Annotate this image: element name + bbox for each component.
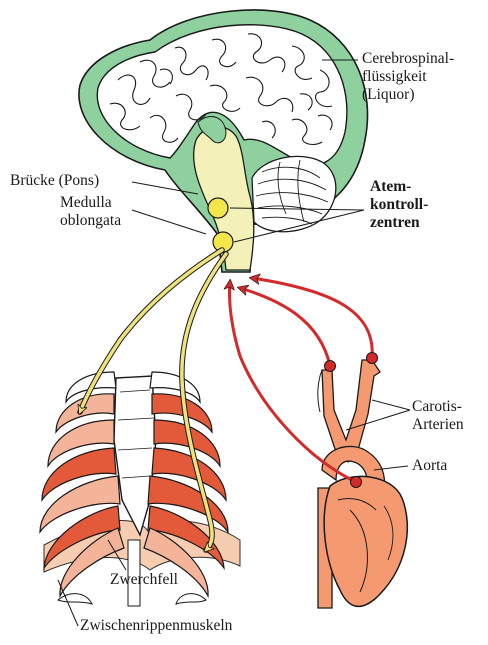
intercostal-label: Zwischenrippenmuskeln [80, 617, 232, 635]
medulla-label: Medulla oblongata [60, 194, 121, 230]
respiratory-centers-label: Atem- kontroll- zentren [370, 178, 428, 232]
receptor-carotid-left [325, 361, 336, 372]
respiratory-centers-line3: zentren [370, 214, 428, 232]
receptor-aorta [351, 477, 362, 488]
medulla-label-line2: oblongata [60, 212, 121, 230]
aorta-label: Aorta [412, 457, 447, 475]
respiratory-centers-line1: Atem- [370, 178, 428, 196]
brain [79, 10, 368, 272]
respiratory-center-pons [208, 198, 228, 218]
pathway-carotid-left [240, 288, 330, 366]
csf-label-line1: Cerebrospinal- [362, 50, 454, 68]
carotid-label-line2: Arterien [412, 416, 464, 434]
csf-label-line3: (Liquor) [362, 86, 454, 104]
heart-and-arteries [318, 360, 408, 608]
pathway-carotid-right [252, 278, 372, 358]
pons-label: Brücke (Pons) [10, 172, 99, 190]
diaphragm-label: Zwerchfell [110, 571, 178, 589]
csf-label: Cerebrospinal- flüssigkeit (Liquor) [362, 50, 454, 104]
receptor-carotid-right [367, 353, 378, 364]
carotid-label-line1: Carotis- [412, 398, 464, 416]
medulla-label-line1: Medulla [60, 194, 121, 212]
respiratory-centers-line2: kontroll- [370, 196, 428, 214]
csf-label-line2: flüssigkeit [362, 68, 454, 86]
carotid-label: Carotis- Arterien [412, 398, 464, 434]
